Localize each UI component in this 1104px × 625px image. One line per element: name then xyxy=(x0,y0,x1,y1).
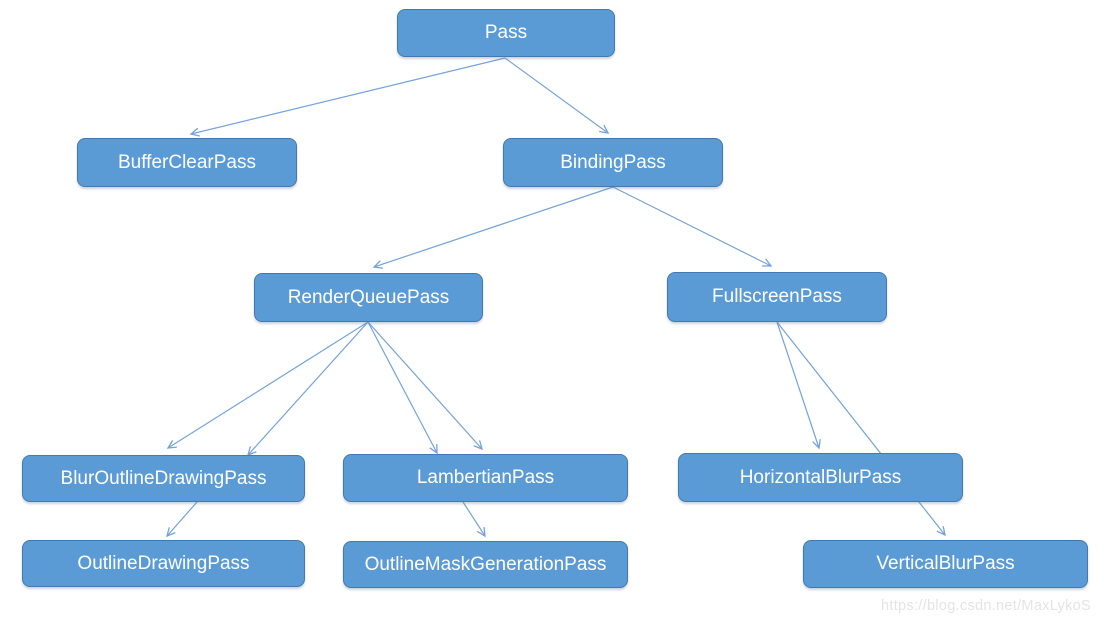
edge-lambertian-outlinemask xyxy=(462,501,486,538)
edge-renderqueuepass-bluroutline-2 xyxy=(247,321,369,457)
edge-renderqueuepass-lambertian-1 xyxy=(367,321,438,455)
node-outline-drawing-pass: OutlineDrawingPass xyxy=(22,540,305,587)
csdn-watermark: https://blog.csdn.net/MaxLykoS xyxy=(881,598,1091,614)
node-outline-mask-generation-pass: OutlineMaskGenerationPass xyxy=(343,541,628,588)
node-binding-pass: BindingPass xyxy=(503,138,723,187)
edge-fullscreen-verticalblur xyxy=(776,321,946,537)
node-fullscreen-pass: FullscreenPass xyxy=(667,272,887,322)
edge-bindingpass-fullscreenpass xyxy=(612,186,773,267)
edge-pass-bufferclearpass xyxy=(189,57,506,137)
edge-renderqueuepass-bluroutline-1 xyxy=(166,321,369,449)
edge-bluroutline-outlinedrawing xyxy=(166,501,198,538)
edge-renderqueuepass-lambertian-2 xyxy=(367,321,483,451)
edge-fullscreen-horizontalblur xyxy=(776,321,821,450)
node-render-queue-pass: RenderQueuePass xyxy=(254,273,483,322)
edge-pass-bindingpass xyxy=(504,57,610,134)
node-lambertian-pass: LambertianPass xyxy=(343,454,628,502)
node-horizontal-blur-pass: HorizontalBlurPass xyxy=(678,453,963,502)
edge-bindingpass-renderqueuepass xyxy=(372,186,614,269)
node-pass: Pass xyxy=(397,9,615,57)
node-vertical-blur-pass: VerticalBlurPass xyxy=(803,540,1088,588)
node-buffer-clear-pass: BufferClearPass xyxy=(77,138,297,187)
node-blur-outline-drawing-pass: BlurOutlineDrawingPass xyxy=(22,455,305,502)
